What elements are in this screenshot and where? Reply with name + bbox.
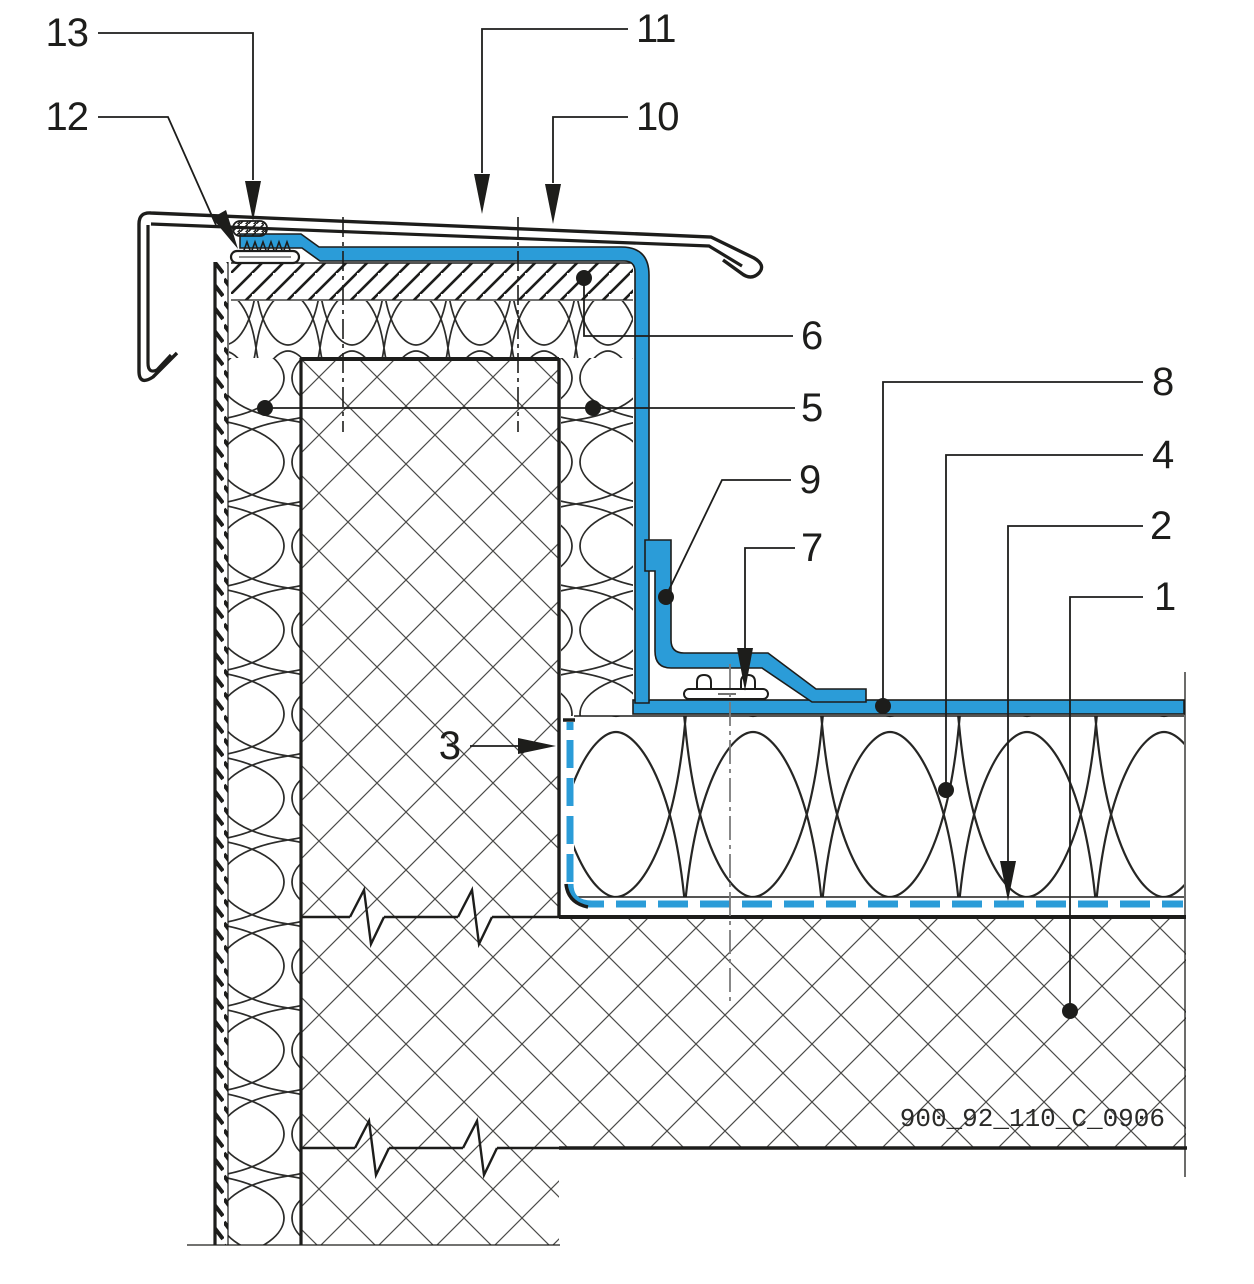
leader-11 [481,28,628,173]
leader-8 [882,381,1143,706]
roof-insulation [574,716,1184,897]
upper-break-zigzag-1 [348,886,386,949]
arrow-12 [212,210,238,249]
lower-break-zigzag-1 [353,1117,391,1180]
callout-label-2: 2 [1150,504,1171,548]
arrow-2 [1000,861,1016,901]
leader-1 [1069,596,1143,1011]
callout-leaders [98,28,1143,1011]
callout-label-8: 8 [1152,360,1173,404]
leader-2 [1007,525,1143,861]
coping-outer-face [137,211,764,383]
dot-5b [585,400,601,416]
rail-right-hook [740,673,756,690]
leader-12 [98,116,217,226]
drawing-number: 900_92_110_C_0906 [900,1104,1165,1134]
dot-4 [938,782,954,798]
centerlines [342,217,731,1003]
dot-1 [1062,1003,1078,1019]
callout-label-4: 4 [1152,433,1174,477]
arrow-7 [737,648,753,691]
dot-6 [576,270,592,286]
dot-9 [658,589,674,605]
screed-band [231,263,633,300]
leader-13 [98,32,254,180]
leader-6 [583,278,793,337]
parapet-membrane [239,233,650,704]
callout-arrowheads [212,174,1016,901]
leader-9 [665,479,791,597]
callout-label-5: 5 [801,386,822,430]
arrow-13 [245,181,261,221]
dot-5a [257,400,273,416]
render-layer [214,262,228,1245]
callout-label-1: 1 [1154,575,1175,619]
concrete-structure [300,358,1186,1245]
roof-membrane-field [632,699,1185,715]
callout-label-9: 9 [799,458,820,502]
arrow-3 [518,738,556,754]
callout-label-6: 6 [801,314,822,358]
corner-flashing [644,539,867,703]
callout-label-13: 13 [46,11,89,55]
arrow-11 [474,174,490,214]
parapet-top-insulation [229,301,633,358]
structural-lines [187,262,1187,1246]
callout-label-3: 3 [439,724,460,768]
dot-8 [875,698,891,714]
callout-dots [257,270,1078,1019]
wall-insulation-inner [561,358,633,716]
callout-label-7: 7 [801,526,822,570]
callout-labels: 13 12 11 10 6 5 9 7 8 4 2 1 3 [46,7,1177,768]
leader-7 [744,547,795,648]
coping-fixing [229,220,301,265]
metal-coping [137,211,764,383]
vapor-barrier-corner-line [564,883,589,909]
leader-4 [945,454,1143,790]
leader-10 [552,116,628,183]
callout-label-10: 10 [636,95,679,139]
rail-left-hook [696,673,712,690]
lower-break-zigzag-2 [461,1117,499,1180]
clamping-rail [683,673,769,700]
vapor-barrier-corner [566,883,593,908]
wall-insulation-left [228,358,300,1245]
coping-leg-inner [146,225,173,373]
material-regions [214,262,1186,1245]
gasket-pad [232,220,268,237]
coping-inner-face [150,222,743,268]
break-lines [301,886,559,1180]
waterproofing-membrane [239,233,1185,909]
upper-break-zigzag-2 [456,886,494,949]
callout-label-12: 12 [46,95,89,139]
callout-label-11: 11 [636,7,676,51]
arrow-10 [545,184,561,224]
